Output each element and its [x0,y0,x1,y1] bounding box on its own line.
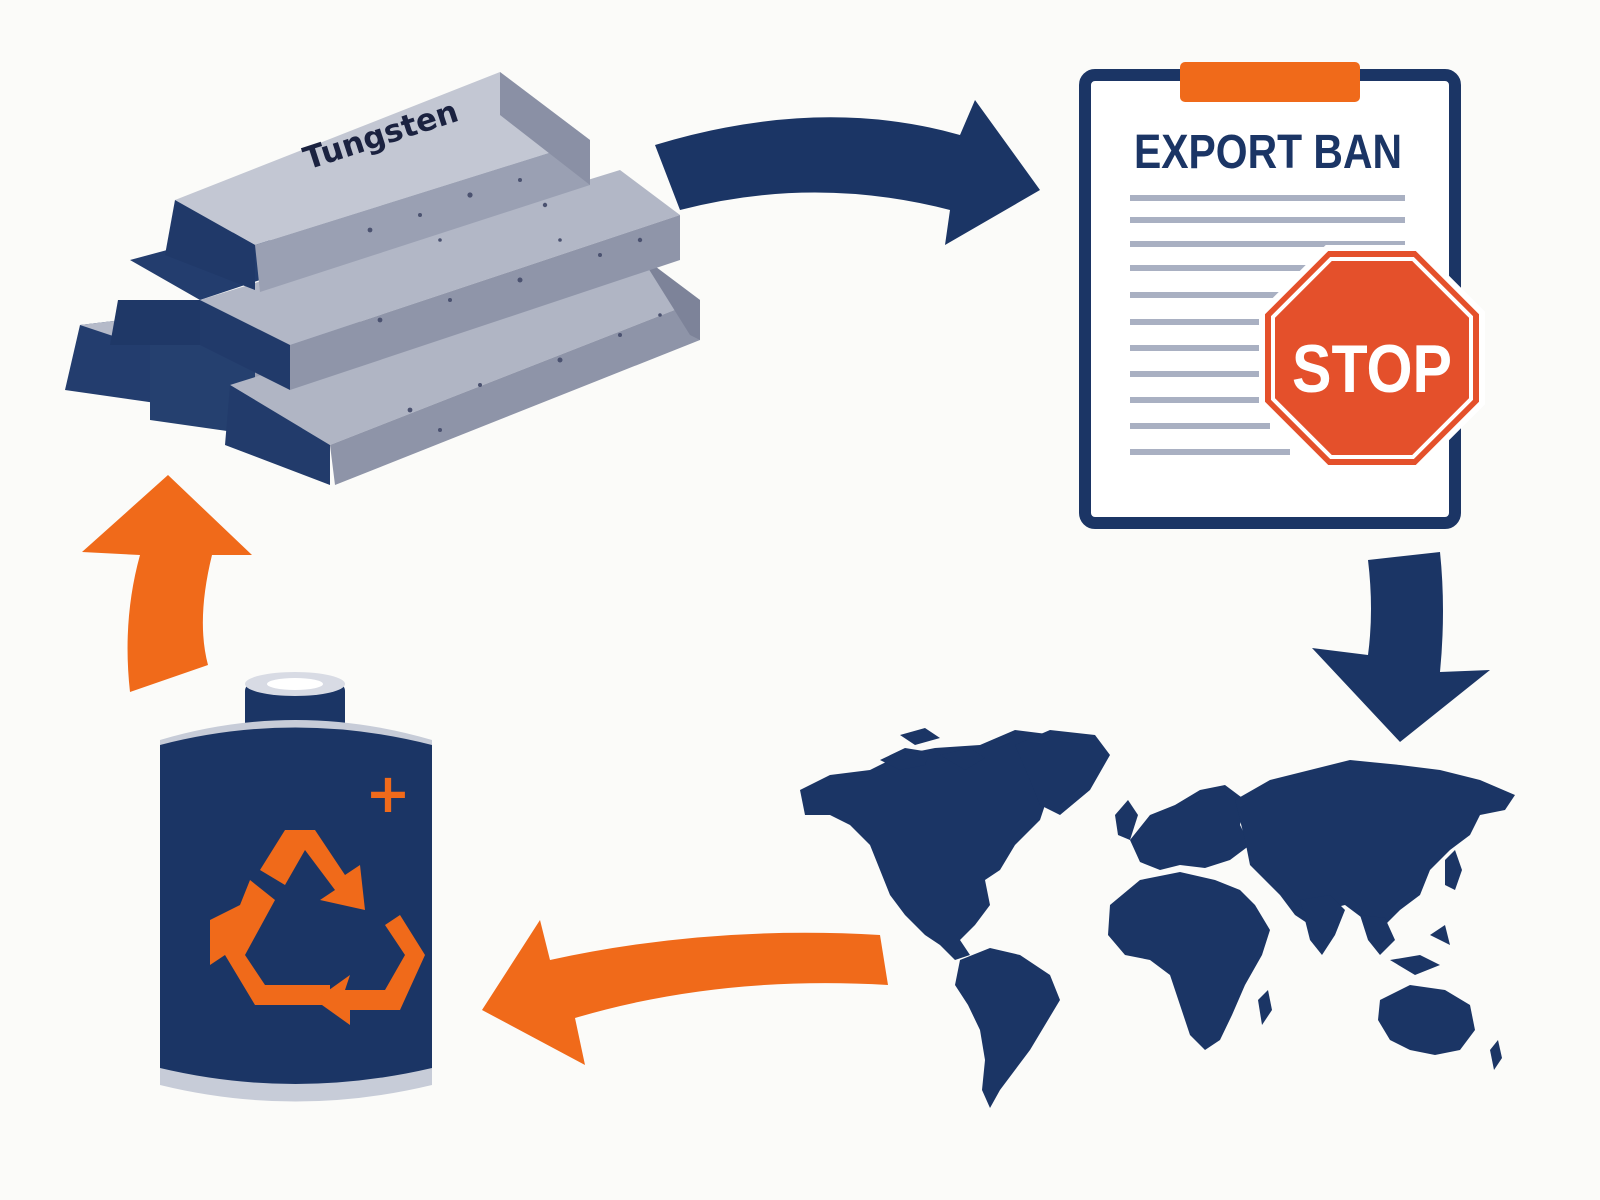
map-new-zealand [1490,1040,1502,1070]
ingot-bottom-right [225,255,700,485]
map-madagascar [1258,990,1272,1025]
recycle-icon [210,830,425,1025]
arrow-to-export-ban [655,100,1040,245]
document-text-lines [1130,195,1405,455]
map-north-america [800,730,1080,960]
recycled-battery-icon: + [160,672,432,1102]
map-africa [1108,872,1270,1050]
stop-sign-icon: STOP [1259,245,1485,471]
arrow-to-world-map [1312,552,1490,742]
battery-plus-sign: + [365,762,410,825]
world-map-icon [800,728,1515,1108]
map-australia [1378,985,1475,1055]
map-asia [1235,760,1515,925]
map-europe [1130,785,1250,870]
map-greenland [1015,730,1110,815]
ingot-middle-right [200,170,680,390]
arrow-to-ingots [82,475,252,692]
map-southeast-asia [1360,915,1450,975]
map-british-isles [1115,800,1138,840]
document-title: EXPORT BAN [1134,126,1402,179]
ingot-speckles [367,178,662,432]
battery-terminal [245,683,345,733]
stop-sign-text: STOP [1292,331,1452,407]
document-clip [1180,62,1360,102]
map-arctic-islands [880,728,985,770]
ingot-top [165,72,590,292]
map-india [1300,895,1345,955]
tungsten-ingot-stack-icon: Tungsten [65,72,700,485]
map-japan [1445,850,1462,890]
map-south-america [955,948,1060,1108]
arrow-to-battery [482,920,888,1065]
